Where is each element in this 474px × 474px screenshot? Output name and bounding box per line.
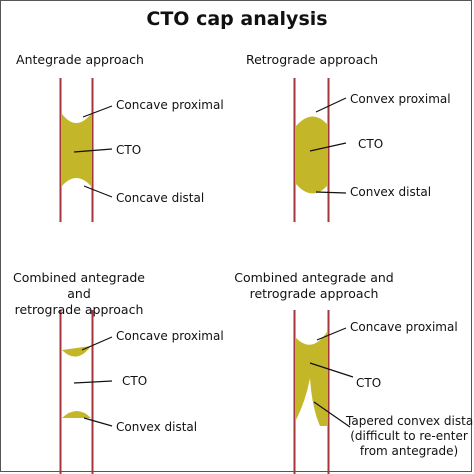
proximal-label: Convex proximal (350, 92, 451, 106)
cto-label: CTO (358, 137, 384, 151)
leader-distal (83, 185, 113, 198)
panel-heading-line2: retrograde approach (14, 302, 144, 317)
panel-heading: Retrograde approach (245, 52, 379, 67)
figure-title: CTO cap analysis (146, 8, 328, 30)
distal-label: Convex distal (350, 185, 432, 199)
leader-distal (315, 191, 347, 194)
panel-combined-left (59, 310, 113, 474)
leader-distal (313, 401, 351, 428)
distal-label: Tapered convex distal (difficult to re-e… (346, 414, 474, 459)
panel-heading-line1: Combined antegrade and (12, 270, 145, 301)
panel-heading: Combined antegrade and retrograde approa… (0, 270, 158, 318)
cto-label: CTO (122, 374, 148, 388)
proximal-label: Concave proximal (116, 98, 224, 112)
distal-label-line1: Tapered convex distal (346, 414, 474, 428)
cto-label: CTO (116, 143, 142, 157)
cto-label: CTO (356, 376, 382, 390)
panel-heading-line1: Combined antegrade and (234, 270, 394, 285)
panel-retrograde (293, 78, 347, 222)
proximal-label: Concave proximal (116, 329, 224, 343)
distal-label: Concave distal (116, 191, 205, 205)
leader-body (309, 362, 354, 378)
proximal-label: Concave proximal (350, 320, 458, 334)
leader-proximal (316, 327, 347, 341)
panel-heading: Combined antegrade and retrograde approa… (226, 270, 402, 302)
distal-label-line2: (difficult to re-enter (350, 429, 468, 443)
panel-combined-right (293, 310, 354, 474)
leader-proximal (82, 105, 113, 118)
panel-antegrade (59, 78, 113, 222)
leader-body (73, 380, 113, 384)
distal-label-line3: from antegrade) (359, 444, 459, 458)
leader-body (309, 142, 347, 152)
leader-distal (83, 417, 113, 427)
leader-proximal (315, 97, 347, 113)
leader-proximal (81, 336, 113, 351)
cto-plug-combined-right (296, 332, 327, 426)
cto-plug-retrograde (296, 116, 327, 194)
cto-plug-antegrade (62, 114, 91, 186)
leader-body (73, 148, 113, 153)
panel-heading-line2: retrograde approach (249, 286, 379, 301)
panel-heading: Antegrade approach (16, 52, 144, 67)
distal-label: Convex distal (116, 420, 198, 434)
